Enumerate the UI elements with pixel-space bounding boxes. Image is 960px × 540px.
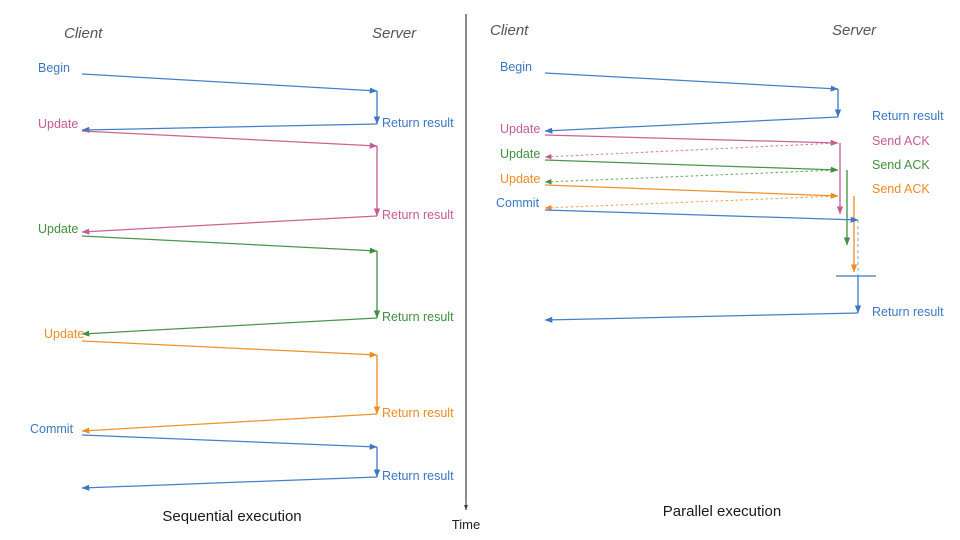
panel-caption-sequential: Sequential execution xyxy=(162,508,301,525)
message-label: Commit xyxy=(496,196,540,210)
message-label: Return result xyxy=(382,406,454,420)
panel-caption-parallel: Parallel execution xyxy=(663,503,781,520)
message-label: Commit xyxy=(30,422,74,436)
message-label: Return result xyxy=(382,469,454,483)
message-label: Return result xyxy=(382,310,454,324)
message-arrow-commit xyxy=(81,434,378,450)
actor-label-client: Client xyxy=(490,22,529,39)
message-label: Return result xyxy=(872,305,944,319)
message-arrow-return-result xyxy=(544,116,839,134)
message-arrow-update xyxy=(544,159,839,173)
message-arrow-update xyxy=(81,340,378,358)
message-label: Update xyxy=(38,117,78,131)
message-label: Return result xyxy=(872,109,944,123)
message-label: Send ACK xyxy=(872,134,930,148)
message-label: Begin xyxy=(38,61,70,75)
actor-label-server: Server xyxy=(372,25,417,42)
message-arrow-update xyxy=(81,235,378,254)
message-arrow-begin xyxy=(544,72,839,92)
message-arrow-send-ack xyxy=(544,195,839,211)
message-label: Update xyxy=(500,147,540,161)
message-arrow-begin xyxy=(81,73,378,94)
message-arrow-update xyxy=(544,184,839,199)
message-arrow-commit xyxy=(544,209,859,223)
message-label: Update xyxy=(500,122,540,136)
message-label: Return result xyxy=(382,116,454,130)
message-arrow-update xyxy=(81,130,378,149)
actor-label-server: Server xyxy=(832,22,877,39)
actor-label-client: Client xyxy=(64,25,103,42)
message-label: Begin xyxy=(500,60,532,74)
message-arrow-return-result xyxy=(81,317,378,337)
time-axis-label: Time xyxy=(452,517,480,532)
divider-layer: Time xyxy=(452,14,480,532)
message-arrow-update xyxy=(544,134,839,146)
message-label: Return result xyxy=(382,208,454,222)
message-label: Update xyxy=(500,172,540,186)
message-arrow-send-ack xyxy=(544,169,839,185)
message-label: Update xyxy=(38,222,78,236)
message-label: Update xyxy=(44,327,84,341)
message-label: Send ACK xyxy=(872,158,930,172)
message-arrow-return-result xyxy=(81,476,378,491)
message-arrow-send-ack xyxy=(544,142,839,160)
message-arrow-return-result xyxy=(544,312,859,323)
message-arrow-return-result xyxy=(81,123,378,133)
message-arrow-return-result xyxy=(81,215,378,235)
message-arrow-return-result xyxy=(81,413,378,434)
message-label: Send ACK xyxy=(872,182,930,196)
